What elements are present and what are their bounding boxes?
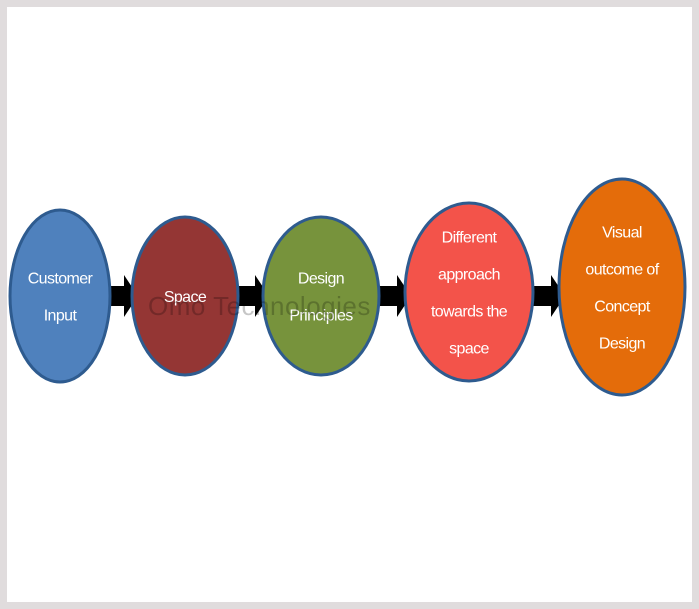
node-different-approach-label-line-1: Different bbox=[442, 230, 498, 247]
flow-arrow-2 bbox=[234, 275, 269, 317]
node-visual-outcome-label-line-3: Concept bbox=[594, 299, 651, 316]
node-visual-outcome-label-line-4: Design bbox=[599, 336, 645, 353]
node-different-approach-shape bbox=[403, 201, 535, 383]
node-different-approach-label-line-3: towards the bbox=[431, 304, 508, 321]
flow-arrow-4 bbox=[529, 275, 565, 317]
node-different-approach: Different approach towards the space bbox=[403, 201, 535, 383]
node-design-principles-label-line-1: Design bbox=[298, 271, 344, 288]
node-space-shape bbox=[130, 215, 240, 377]
flow-arrows bbox=[106, 275, 565, 317]
node-design-principles-label-line-2: Principles bbox=[289, 308, 353, 325]
node-visual-outcome-label-line-2: outcome of bbox=[585, 262, 659, 279]
node-customer-input-label-line-2: Input bbox=[44, 308, 78, 325]
flow-nodes: CustomerInputSpaceDesignPrinciplesDiffer… bbox=[8, 177, 687, 397]
node-design-principles-shape bbox=[261, 215, 381, 377]
node-space-label-line-1: Space bbox=[164, 289, 207, 306]
node-visual-outcome-shape bbox=[557, 177, 687, 397]
flow-arrow-1 bbox=[106, 275, 138, 317]
watermark-text: Omo Technologies bbox=[148, 291, 371, 321]
node-space: Space bbox=[130, 215, 240, 377]
flow-arrow-3 bbox=[375, 275, 411, 317]
node-customer-input-label-line-1: Customer bbox=[28, 271, 94, 288]
node-different-approach-label-line-2: approach bbox=[438, 267, 500, 284]
node-customer-input-shape bbox=[8, 208, 112, 384]
node-different-approach-label-line-4: space bbox=[449, 341, 489, 358]
node-visual-outcome-label-line-1: Visual bbox=[602, 225, 642, 242]
